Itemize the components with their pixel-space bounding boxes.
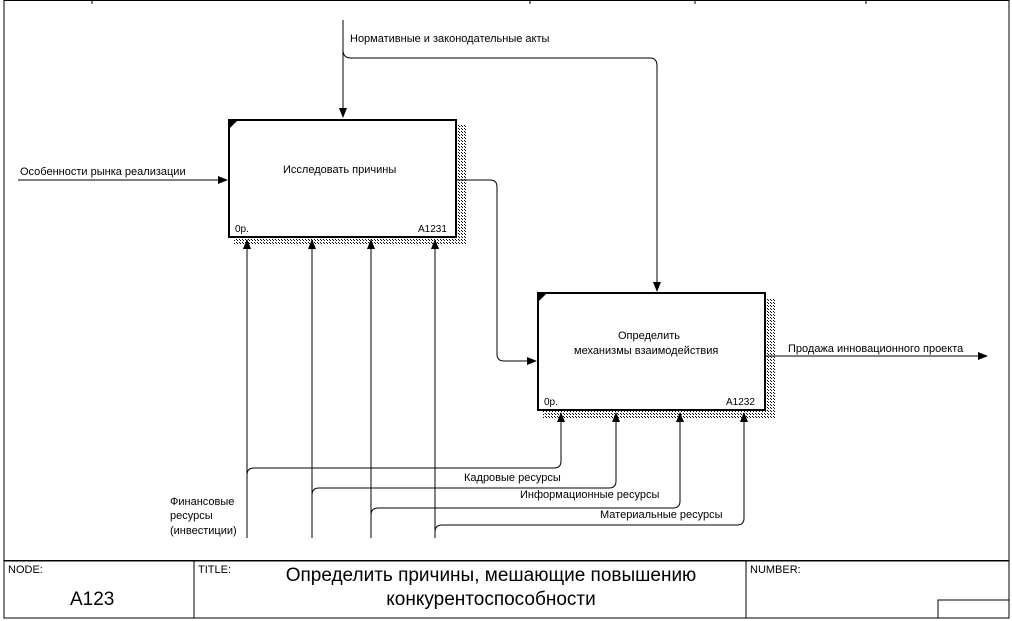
mechanism-label-info: Информационные ресурсы — [520, 489, 660, 501]
box-a1231 — [228, 119, 457, 238]
mechanism-label-hr: Кадровые ресурсы — [464, 472, 561, 484]
flow-arrow-a1231-a1232 — [457, 179, 537, 365]
diagram-title-line2: конкурентоспособности — [386, 589, 596, 610]
control-label: Нормативные и законодательные акты — [350, 33, 550, 45]
node-value: A123 — [70, 589, 115, 610]
mechanism-label-finance-2: ресурсы — [170, 510, 213, 522]
mechanism-label-material: Материальные ресурсы — [600, 509, 723, 521]
mechanism-arrows-a1231 — [243, 239, 439, 538]
box-a1232 — [537, 292, 766, 411]
node-label: NODE: — [8, 564, 43, 576]
box-cost-a1232: 0р. — [544, 397, 558, 408]
box-title-a1231: Исследовать причины — [283, 164, 397, 176]
box-title-a1232-line2: механизмы взаимодействия — [574, 345, 719, 357]
mechanism-arrows-a1232 — [246, 412, 748, 533]
title-label: TITLE: — [198, 564, 232, 576]
footer-frame — [3, 560, 1010, 619]
mechanism-label-finance-3: (инвестиции) — [170, 525, 237, 537]
box-id-a1232: A1232 — [726, 397, 755, 408]
input-label: Особенности рынка реализации — [20, 166, 186, 178]
box-corner-a1232 — [539, 294, 546, 301]
mechanism-label-finance-1: Финансовые — [170, 496, 235, 508]
number-label: NUMBER: — [750, 564, 801, 576]
box-cost-a1231: 0р. — [235, 224, 249, 235]
top-ruler-ticks — [91, 0, 867, 4]
output-label: Продажа инновационного проекта — [788, 343, 964, 355]
diagram-title-line1: Определить причины, мешающие повышению — [285, 565, 697, 586]
box-corner-a1231 — [230, 121, 237, 128]
box-id-a1231: A1231 — [418, 224, 447, 235]
control-arrows — [339, 20, 661, 292]
box-title-a1232-line1: Определить — [618, 330, 681, 342]
